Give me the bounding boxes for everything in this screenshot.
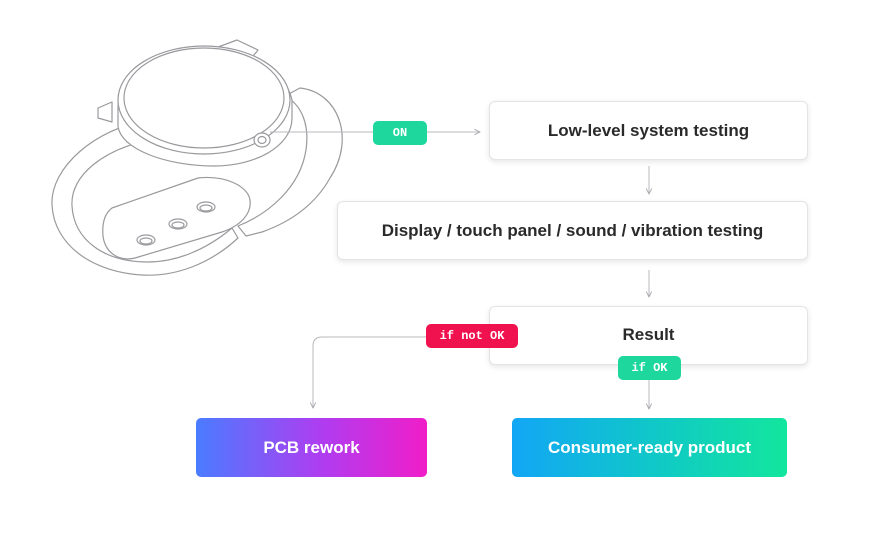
- if-ok-badge: if OK: [618, 356, 681, 380]
- on-badge-label: ON: [392, 126, 408, 140]
- display-testing-label: Display / touch panel / sound / vibratio…: [381, 220, 764, 240]
- consumer-ready-box: Consumer-ready product: [512, 418, 787, 477]
- low-level-testing-box: Low-level system testing: [489, 101, 808, 160]
- consumer-ready-label: Consumer-ready product: [547, 437, 752, 457]
- pcb-rework-box: PCB rework: [196, 418, 427, 477]
- if-not-ok-badge: if not OK: [426, 324, 518, 348]
- low-level-testing-label: Low-level system testing: [547, 120, 750, 140]
- if-not-ok-label: if not OK: [439, 329, 505, 343]
- display-testing-box: Display / touch panel / sound / vibratio…: [337, 201, 808, 260]
- result-label: Result: [622, 324, 675, 344]
- smartwatch-illustration: [51, 39, 343, 276]
- on-badge: ON: [373, 121, 427, 145]
- pcb-rework-label: PCB rework: [263, 437, 360, 457]
- result-box: Result: [489, 306, 808, 365]
- connectors: [270, 132, 649, 409]
- arrow-not-ok-to-rework: [313, 336, 426, 408]
- if-ok-label: if OK: [631, 361, 668, 375]
